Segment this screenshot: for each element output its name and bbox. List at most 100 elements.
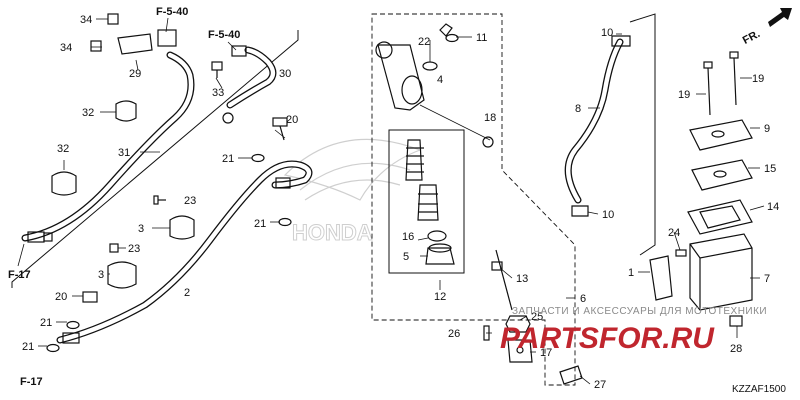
ref-f-5-40-a: F-5-40 <box>156 6 188 18</box>
callout-14: 14 <box>767 201 779 213</box>
callout-5: 5 <box>403 251 409 263</box>
callout-32-upper: 32 <box>82 107 94 119</box>
reservoir-cap-9 <box>689 119 753 151</box>
callout-21-lower-a: 21 <box>40 317 52 329</box>
master-cylinder-body <box>375 41 491 141</box>
piston-kit-box <box>388 129 465 274</box>
callout-29: 29 <box>129 68 141 80</box>
plate-15 <box>691 159 753 191</box>
front-direction-arrow <box>768 8 792 27</box>
screw-19-a <box>703 61 713 116</box>
callout-25: 25 <box>531 311 543 323</box>
callout-20-lower: 20 <box>55 291 67 303</box>
bolt-34-upper <box>96 13 119 25</box>
callout-21-upper: 21 <box>222 153 234 165</box>
clamp-32-lower <box>51 171 77 196</box>
callout-23-upper: 23 <box>184 195 196 207</box>
callout-10-lower: 10 <box>602 209 614 221</box>
washer-21-upper <box>251 153 265 163</box>
brake-hose-30 <box>222 45 277 124</box>
callout-32-lower: 32 <box>57 143 69 155</box>
nut-25 <box>505 315 531 333</box>
callout-2: 2 <box>184 287 190 299</box>
callout-13: 13 <box>516 273 528 285</box>
section-divider-line <box>11 30 299 288</box>
callout-12: 12 <box>434 291 446 303</box>
callout-17: 17 <box>540 347 552 359</box>
callout-9: 9 <box>764 123 770 135</box>
seal-16 <box>427 230 447 242</box>
brake-hose-2 <box>56 160 313 344</box>
callout-10-upper: 10 <box>601 27 613 39</box>
bolt-24 <box>675 249 687 257</box>
callout-18: 18 <box>484 112 496 124</box>
bolt-23-upper <box>153 195 166 205</box>
clamp-3-upper <box>169 215 195 240</box>
bolt-20-lower <box>82 291 98 303</box>
ref-f-5-40-b: F-5-40 <box>208 29 240 41</box>
callout-31: 31 <box>118 147 130 159</box>
clamp-3-lower <box>107 261 137 289</box>
callout-30: 30 <box>279 68 291 80</box>
watermark-tagline: ЗАПЧАСТИ И АКСЕССУАРЫ ДЛЯ МОТОТЕХНИКИ <box>512 306 767 317</box>
callout-6: 6 <box>580 293 586 305</box>
callout-21-lower-b: 21 <box>22 341 34 353</box>
callout-8: 8 <box>575 103 581 115</box>
clamp-32-upper <box>115 100 137 122</box>
bolt-34-lower <box>90 40 102 52</box>
joint-17 <box>507 339 533 363</box>
callout-3-lower: 3 <box>98 269 104 281</box>
bolt-28 <box>729 315 743 327</box>
honda-wing-watermark: HONDA <box>283 138 422 246</box>
watermark-site: PARTSFOR.RU <box>500 322 715 355</box>
callout-34-upper: 34 <box>80 14 92 26</box>
diaphragm-14 <box>687 199 753 235</box>
reservoir-stay-1 <box>649 255 673 301</box>
callout-22: 22 <box>418 36 430 48</box>
callout-3-upper: 3 <box>138 223 144 235</box>
pin-27 <box>559 365 583 385</box>
front-direction-label: FR. <box>741 28 762 47</box>
callout-20-upper: 20 <box>286 114 298 126</box>
callout-21-mid: 21 <box>254 218 266 230</box>
washer-21-lower-b <box>46 343 60 353</box>
callout-27: 27 <box>594 379 606 391</box>
reference-labels: F-5-40 F-5-40 F-17 F-17 <box>8 6 240 388</box>
callout-33: 33 <box>212 87 224 99</box>
bolt-33 <box>211 61 223 78</box>
screw-19-b <box>729 51 739 106</box>
callout-labels: 34 34 29 32 32 31 33 30 20 21 21 3 23 3 … <box>22 14 779 391</box>
pushrod-13 <box>491 249 513 311</box>
callout-26: 26 <box>448 328 460 340</box>
bracket-29 <box>117 29 177 55</box>
diagram-code: KZZAF1500 <box>732 384 786 395</box>
callout-28: 28 <box>730 343 742 355</box>
brake-hose-31 <box>21 51 195 243</box>
bolt-23-lower <box>109 243 119 253</box>
ref-f-17-b: F-17 <box>20 376 43 388</box>
ref-f-17-a: F-17 <box>8 269 31 281</box>
callout-19-b: 19 <box>752 73 764 85</box>
callout-34-lower: 34 <box>60 42 72 54</box>
piston-spring <box>405 139 439 221</box>
callout-24: 24 <box>668 227 680 239</box>
screw-18 <box>482 136 494 148</box>
leader-lines <box>38 33 765 385</box>
washer-21-lower-a <box>66 320 80 330</box>
boot-5 <box>425 243 455 265</box>
reservoir-bracket-line <box>629 13 656 256</box>
callout-4: 4 <box>437 74 443 86</box>
callout-11: 11 <box>476 32 487 44</box>
reservoir-tank-7 <box>689 233 753 311</box>
callout-7: 7 <box>764 273 770 285</box>
callout-23-lower: 23 <box>128 243 140 255</box>
callout-15: 15 <box>764 163 776 175</box>
callout-1: 1 <box>628 267 634 279</box>
reservoir-hose-8 <box>564 35 631 217</box>
brand-watermark-text: HONDA <box>292 220 373 245</box>
master-cylinder-group-box <box>371 13 576 386</box>
callout-19-a: 19 <box>678 89 690 101</box>
callout-16: 16 <box>402 231 414 243</box>
bolt-20-upper <box>272 117 288 141</box>
